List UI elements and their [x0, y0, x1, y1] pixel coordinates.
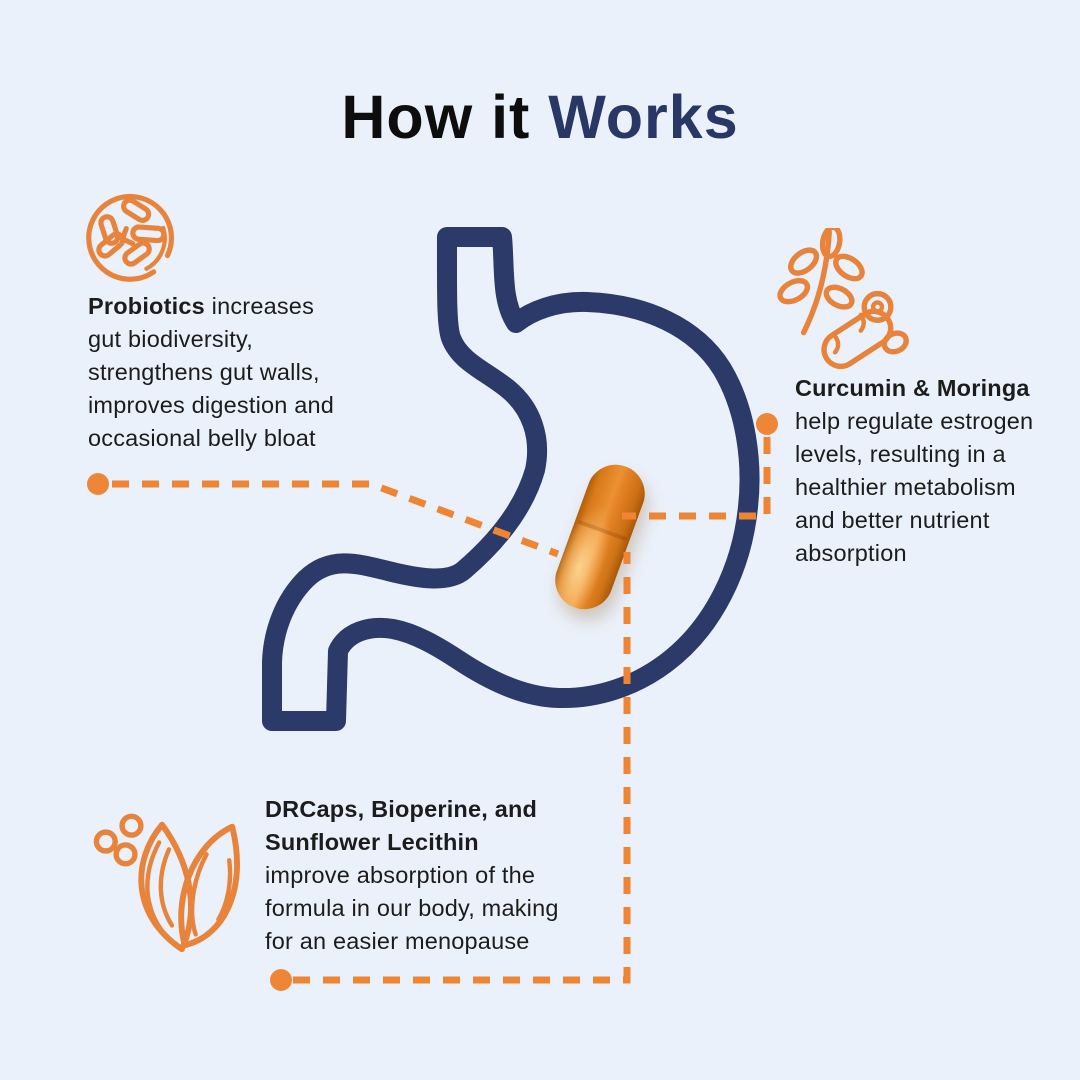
text-line: Curcumin & Moringa	[795, 375, 1030, 401]
probiotics-bacteria-icon	[86, 193, 174, 282]
sunflower-seeds-icon	[93, 813, 240, 953]
curcumin-connector-dot	[756, 413, 778, 435]
text-line: levels, resulting in a	[795, 441, 1006, 467]
title-part-dark: How it	[341, 83, 549, 151]
curcumin-connector-line	[622, 437, 771, 520]
text-line: strengthens gut walls,	[88, 359, 320, 385]
text-line: DRCaps, Bioperine, and	[265, 796, 538, 822]
curcumin-moringa-icon	[777, 228, 909, 370]
curcumin-text: Curcumin & Moringa help regulate estroge…	[795, 372, 1065, 570]
text-line: Probiotics increases	[88, 293, 315, 319]
absorption-text: DRCaps, Bioperine, and Sunflower Lecithi…	[265, 793, 595, 958]
text-line: gut biodiversity,	[88, 326, 253, 352]
absorption-connector-dot	[270, 969, 292, 991]
orange-capsule-image	[547, 456, 653, 618]
text-line: and better nutrient	[795, 507, 990, 533]
text-line: help regulate estrogen	[795, 408, 1034, 434]
text-line: healthier metabolism	[795, 474, 1016, 500]
page-title: How it Works	[0, 82, 1080, 152]
probiotics-connector-dot	[87, 473, 109, 495]
probiotics-text: Probiotics increases gut biodiversity, s…	[88, 290, 378, 455]
text-line: improve absorption of the	[265, 862, 536, 888]
text-line: formula in our body, making	[265, 895, 559, 921]
text-line: absorption	[795, 540, 907, 566]
probiotics-connector-line	[112, 480, 560, 558]
text-line: occasional belly bloat	[88, 425, 316, 451]
text-line: Sunflower Lecithin	[265, 829, 479, 855]
text-line: improves digestion and	[88, 392, 335, 418]
text-line: for an easier menopause	[265, 928, 530, 954]
title-part-navy: Works	[548, 83, 739, 151]
